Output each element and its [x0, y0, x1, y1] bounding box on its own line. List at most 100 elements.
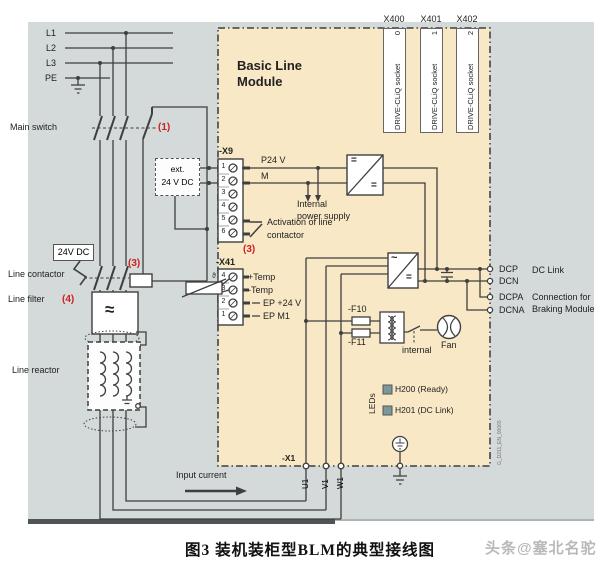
x9-pin-6: 6 — [221, 228, 226, 235]
drive-cliq-socket-x402-text: DRIVE-CLiQ socket 2 — [459, 28, 481, 133]
drive-cliq-socket-x401[interactable] — [420, 28, 443, 133]
input-current-arrow — [185, 486, 247, 496]
minus-temp-label: -Temp — [248, 285, 274, 295]
ep-24v-label: EP +24 V — [263, 298, 302, 308]
x41-pin-2: 2 — [221, 298, 226, 305]
shield-ground-bottom — [135, 403, 147, 428]
w1-text: W1 — [335, 477, 345, 489]
internal-ps-line2: power supply — [297, 211, 351, 221]
aux-switch-symbol — [142, 106, 208, 282]
ref-3-x9: (3) — [243, 244, 256, 255]
acdc-out-symbol: = — [406, 272, 412, 283]
phase-risers — [305, 257, 388, 466]
braking-line1: Connection for — [532, 292, 591, 302]
leds-label: LEDs — [366, 386, 377, 414]
m-label: M — [261, 171, 269, 181]
dcn-label: DCN — [499, 276, 519, 286]
drive-cliq-socket-x401-text: DRIVE-CLiQ socket 1 — [423, 28, 445, 133]
dc-dc-converter-symbol — [346, 154, 438, 281]
drive-cliq-socket-x402[interactable] — [456, 28, 479, 133]
ext-supply-line1: ext. — [170, 164, 185, 174]
w1-label: W1 — [335, 472, 345, 489]
ref-4: (4) — [62, 294, 75, 305]
ext-24v-supply-box: ext. 24 V DC — [155, 158, 200, 196]
h200-label: H200 (Ready) — [395, 384, 448, 394]
ep-m1-label: EP M1 — [263, 311, 290, 321]
x9-label: -X9 — [219, 146, 234, 156]
line-filter-label: Line filter — [8, 294, 45, 304]
u1-label: U1 — [300, 472, 310, 489]
x401-label: X401 — [420, 14, 442, 24]
drive-cliq-socket-x400-text: DRIVE-CLiQ socket 0 — [386, 28, 408, 133]
dcdc-in-symbol: = — [351, 155, 357, 166]
f10-label: -F10 — [348, 304, 367, 314]
x41-pin-1: 1 — [221, 311, 226, 318]
supply-lines — [65, 32, 173, 116]
fan-circuit — [306, 311, 462, 344]
line-contactor-symbol — [72, 260, 153, 292]
socket-text: DRIVE-CLiQ socket — [429, 63, 439, 130]
x41-pin-4: 4 — [221, 272, 226, 279]
internal-label: internal — [402, 345, 432, 355]
temp-sensor-symbol — [181, 278, 230, 298]
dcdc-out-symbol: = — [371, 180, 377, 191]
drive-cliq-socket-x400[interactable] — [383, 28, 406, 133]
socket-text: DRIVE-CLiQ socket — [392, 63, 402, 130]
x41-pin-3: 3 — [221, 285, 226, 292]
activation-line1: Activation of line — [267, 217, 333, 227]
ref-3-contactor: (3) — [128, 258, 141, 269]
watermark: 头条@塞北名驼 — [485, 540, 597, 557]
doc-number-text: G_D211_EN_00065 — [496, 420, 503, 465]
v1-label: V1 — [320, 472, 330, 489]
x1-terminals — [302, 462, 345, 470]
phase-wires-bottom — [99, 410, 342, 520]
internal-ps-line1: Internal — [297, 199, 328, 209]
doc-number: G_D211_EN_00065 — [496, 407, 503, 465]
phase-l3-label: L3 — [46, 58, 57, 68]
panel-bottom-edge-light — [335, 519, 594, 521]
phase-l2-label: L2 — [46, 43, 57, 53]
dc24-supply-box: 24V DC — [53, 244, 94, 261]
ext-supply-line2: 24 V DC — [161, 176, 194, 187]
line-filter-box — [91, 291, 139, 352]
dcna-label: DCNA — [499, 305, 525, 315]
x41-connector — [217, 268, 260, 326]
x402-label: X402 — [456, 14, 478, 24]
pe-terminal-symbol — [391, 435, 409, 485]
line-reactor-label: Line reactor — [12, 365, 60, 375]
socket-number: 1 — [429, 31, 439, 36]
cable-shield-bottom — [83, 416, 137, 432]
x9-pin-3: 3 — [221, 189, 226, 196]
panel-bottom-edge — [28, 519, 335, 524]
braking-line2: Braking Module — [532, 304, 595, 314]
main-switch-label: Main switch — [10, 122, 58, 132]
module-title: Basic Line Module — [237, 58, 303, 90]
junction-dots — [76, 31, 482, 335]
activation-line2: contactor — [267, 230, 305, 240]
f11-label: -F11 — [348, 337, 366, 347]
fan-label: Fan — [441, 340, 457, 350]
dc24-label: 24V DC — [57, 247, 90, 257]
plus-temp-label: +Temp — [248, 272, 276, 282]
acdc-in-symbol: ~ — [391, 252, 398, 264]
x400-label: X400 — [383, 14, 405, 24]
x9-connector — [217, 158, 250, 243]
pe-ground-icon — [71, 78, 85, 94]
main-switch-lower-wires — [99, 140, 127, 266]
x1-label: -X1 — [282, 453, 296, 463]
phase-l1-label: L1 — [46, 28, 57, 38]
x9-pin-2: 2 — [221, 176, 226, 183]
socket-number: 2 — [465, 31, 475, 36]
ac-dc-converter-symbol — [387, 252, 419, 289]
p24v-label: P24 V — [261, 155, 286, 165]
dcpa-label: DCPA — [499, 292, 524, 302]
x41-label: -X41 — [216, 257, 236, 267]
socket-text: DRIVE-CLiQ socket — [465, 63, 475, 130]
u1-text: U1 — [300, 478, 310, 489]
x9-pin-1: 1 — [221, 163, 226, 170]
h201-label: H201 (DC Link) — [395, 405, 454, 415]
x9-wiring — [242, 167, 347, 238]
line-contactor-label: Line contactor — [8, 269, 65, 279]
